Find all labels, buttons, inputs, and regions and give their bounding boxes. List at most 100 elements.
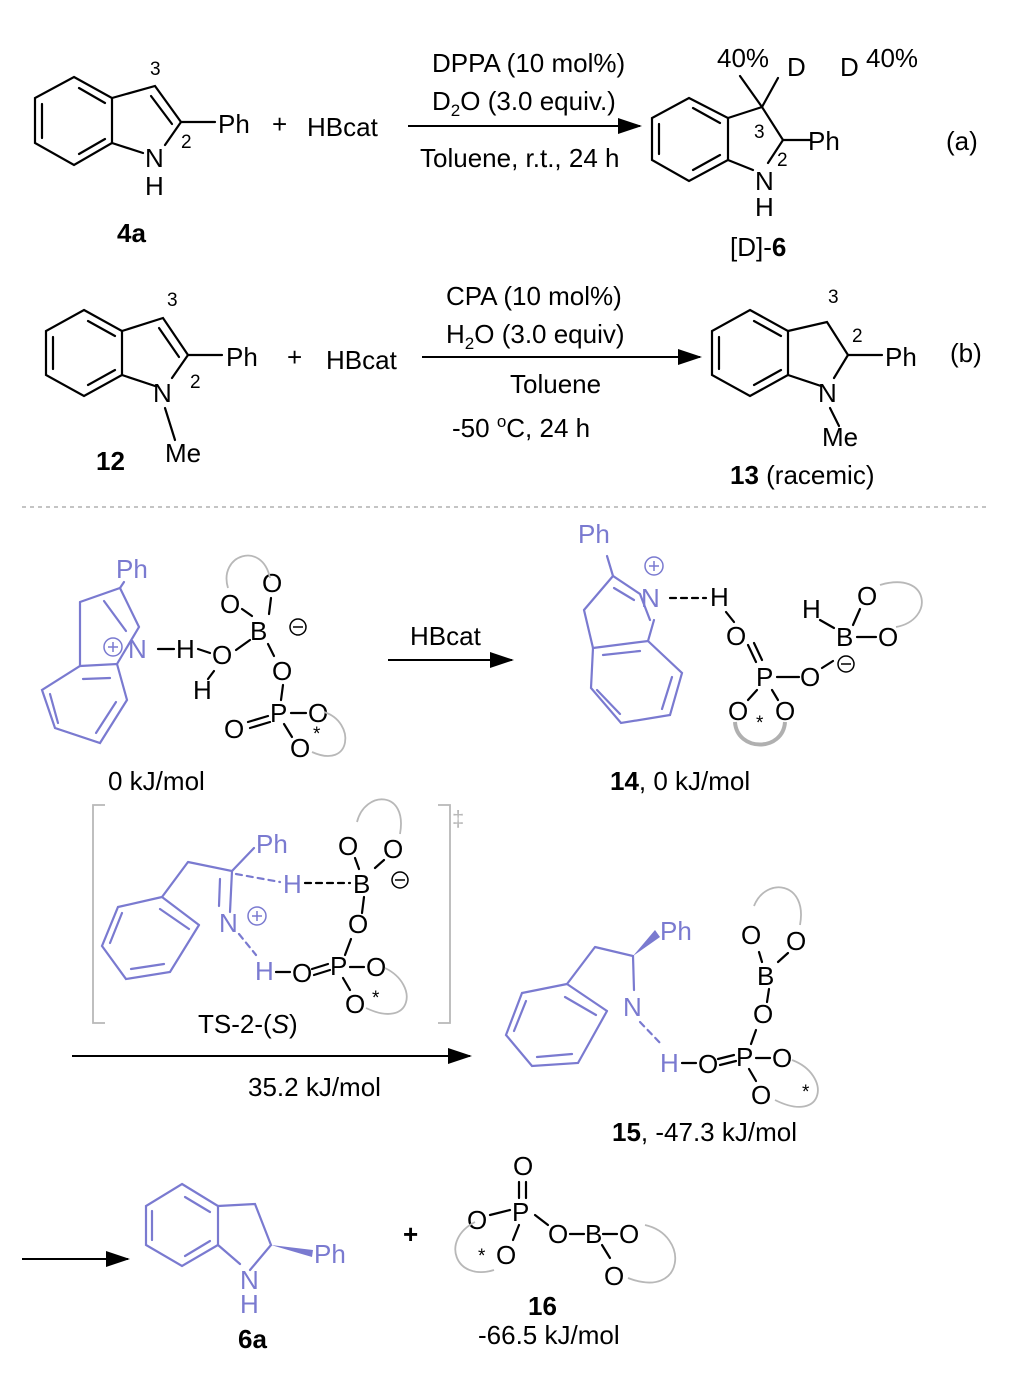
product-16: O P O O * O B O O 16 -66.5 kJ/mol [454,1151,677,1350]
nitrogen-label: N [755,166,774,196]
compound-4a: 3 2 N H Ph 4a [33,59,250,248]
oxygen-label: O [467,1205,487,1235]
oxygen-label: O [383,834,403,864]
phosphorus-label: P [330,951,347,981]
compound-label-D-6: [D]-6 [730,232,786,262]
nitrogen-label: N [128,634,147,664]
oxygen-label: O [728,696,748,726]
compound-12: 3 2 N Me Ph 12 [44,290,258,476]
plus-sign: + [287,342,302,372]
chiral-star: * [372,988,380,1009]
oxygen-label: O [272,656,292,686]
reagent-hbcat: HBcat [307,112,379,142]
negative-charge-icon [289,618,307,636]
pyrrole-ring [110,84,183,155]
compound-label-12: 12 [96,446,125,476]
oxygen-label: O [753,999,773,1029]
phosphorus-label: P [756,662,773,692]
complex-initial: Ph N H O H B O O O P O O O * 0 kJ/mol [40,554,347,796]
hydrogen-label: H [255,956,274,986]
nitrogen-label: N [641,583,660,613]
condition-solvent: Toluene, r.t., 24 h [420,143,619,173]
oxygen-label: O [348,909,368,939]
phosphorus-label: P [512,1197,529,1227]
condition-catalyst: DPPA (10 mol%) [432,48,625,78]
reaction-tag-a: (a) [946,126,978,156]
oxygen-label: O [513,1151,533,1181]
hydrogen-label: H [240,1289,259,1319]
oxygen-label: O [308,698,328,728]
phenyl-label: Ph [256,829,288,859]
reagent-hbcat: HBcat [326,345,398,375]
condition-reagent: H2O (3.0 equiv) [446,319,625,353]
boron-label: B [836,622,853,652]
phenyl-label: Ph [218,109,250,139]
intermediate-15: Ph N H O P O O * O B O O 15, -47.3 kJ/mo… [504,886,819,1147]
product-6a: Ph N H 6a [144,1182,346,1354]
positive-charge-icon [247,906,267,926]
phenyl-label: Ph [660,916,692,946]
energy-14: 14, 0 kJ/mol [610,766,750,796]
position-3-label: 3 [754,122,765,143]
oxygen-label: O [212,640,232,670]
ts-label: TS-2-(S) [198,1009,298,1039]
transition-state-TS-2-S: ‡ Ph H N H O P O O * O B O O TS-2- [92,798,464,1039]
deuterium-label-1: D [787,52,806,82]
double-dagger: ‡ [452,806,464,831]
deuterium-label-2: D [840,52,859,82]
hydrogen-label: H [193,675,212,705]
oxygen-label: O [726,621,746,651]
negative-charge-icon [837,655,855,673]
chiral-star: * [802,1082,810,1103]
oxygen-label: O [857,581,877,611]
condition-temperature: -50 oC, 24 h [452,412,590,443]
nitrogen-label: N [153,378,172,408]
oxygen-label: O [366,952,386,982]
phenyl-label: Ph [226,342,258,372]
nitrogen-label: N [623,992,642,1022]
phenyl-label: Ph [116,554,148,584]
hydrogen-label: H [145,171,164,201]
reaction-tag-b: (b) [950,338,982,368]
position-3-label: 3 [828,287,839,308]
compound-label-16: 16 [528,1291,557,1321]
hydrogen-label: H [283,869,302,899]
oxygen-label: O [290,733,310,763]
oxygen-label: O [741,920,761,950]
oxygen-label: O [878,622,898,652]
oxygen-label: O [619,1219,639,1249]
hydrogen-label: H [802,594,821,624]
methyl-label: Me [165,438,201,468]
oxygen-label: O [220,589,240,619]
oxygen-label: O [496,1240,516,1270]
positive-charge-icon [103,637,123,657]
oxygen-label: O [800,662,820,692]
phenyl-label: Ph [314,1239,346,1269]
chiral-star: * [313,724,321,745]
position-2-label: 2 [852,326,863,347]
methyl-label: Me [822,422,858,452]
condition-solvent: Toluene [510,369,601,399]
wedge-bond [271,1245,313,1257]
compound-13: 3 2 N Me Ph 13 (racemic) [710,287,917,490]
position-3-label: 3 [167,290,178,311]
oxygen-label: O [292,958,312,988]
arrow-label-hbcat: HBcat [410,621,482,651]
wedge-bond [633,930,660,956]
oxygen-label: O [338,831,358,861]
compound-D-6: D D 40% 40% 3 2 Ph N H [D]-6 [650,43,918,262]
hydrogen-label: H [755,192,774,222]
position-2-label: 2 [777,150,788,171]
oxygen-label: O [751,1080,771,1110]
phenyl-label: Ph [578,519,610,549]
hydrogen-label: H [660,1048,679,1078]
condition-reagent: D2O (3.0 equiv.) [432,86,616,120]
position-2-label: 2 [181,132,192,153]
phenyl-label: Ph [885,342,917,372]
oxygen-label: O [224,714,244,744]
plus-sign: + [272,109,287,139]
positive-charge-icon [644,556,664,576]
energy-initial: 0 kJ/mol [108,766,205,796]
energy-15: 15, -47.3 kJ/mol [612,1117,797,1147]
oxygen-label: O [698,1049,718,1079]
